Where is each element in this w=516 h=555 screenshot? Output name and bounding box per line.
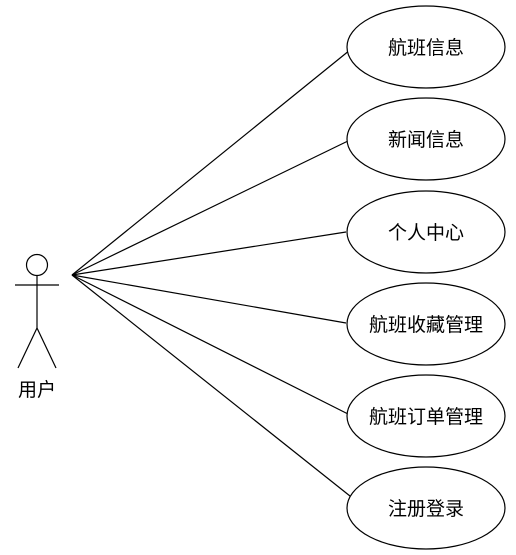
association-line-news-info: [71, 139, 351, 276]
use-case-label-flight-order-management: 航班订单管理: [369, 406, 483, 428]
use-case-news-info: 新闻信息: [346, 97, 506, 181]
use-case-label-personal-center: 个人中心: [388, 222, 464, 244]
use-case-label-flight-info: 航班信息: [388, 37, 464, 59]
use-case-label-flight-favorites-management: 航班收藏管理: [369, 314, 483, 336]
use-case-label-register-login: 注册登录: [388, 498, 464, 520]
use-case-personal-center: 个人中心: [346, 190, 506, 274]
associations: [71, 49, 356, 501]
use-case-flight-favorites-management: 航班收藏管理: [346, 282, 506, 366]
stick-figure-icon: [15, 253, 59, 369]
use-case-flight-info: 航班信息: [346, 5, 506, 89]
use-case-label-news-info: 新闻信息: [388, 129, 464, 151]
use-case-register-login: 注册登录: [346, 466, 506, 550]
use-case-flight-order-management: 航班订单管理: [346, 374, 506, 458]
association-line-personal-center: [71, 231, 347, 276]
association-line-flight-info: [71, 49, 351, 276]
actor-label: 用户: [18, 379, 56, 401]
association-line-flight-favorites: [71, 274, 347, 324]
actor: 用户: [15, 253, 59, 401]
association-line-flight-orders: [71, 274, 349, 415]
association-line-register-login: [71, 274, 356, 501]
